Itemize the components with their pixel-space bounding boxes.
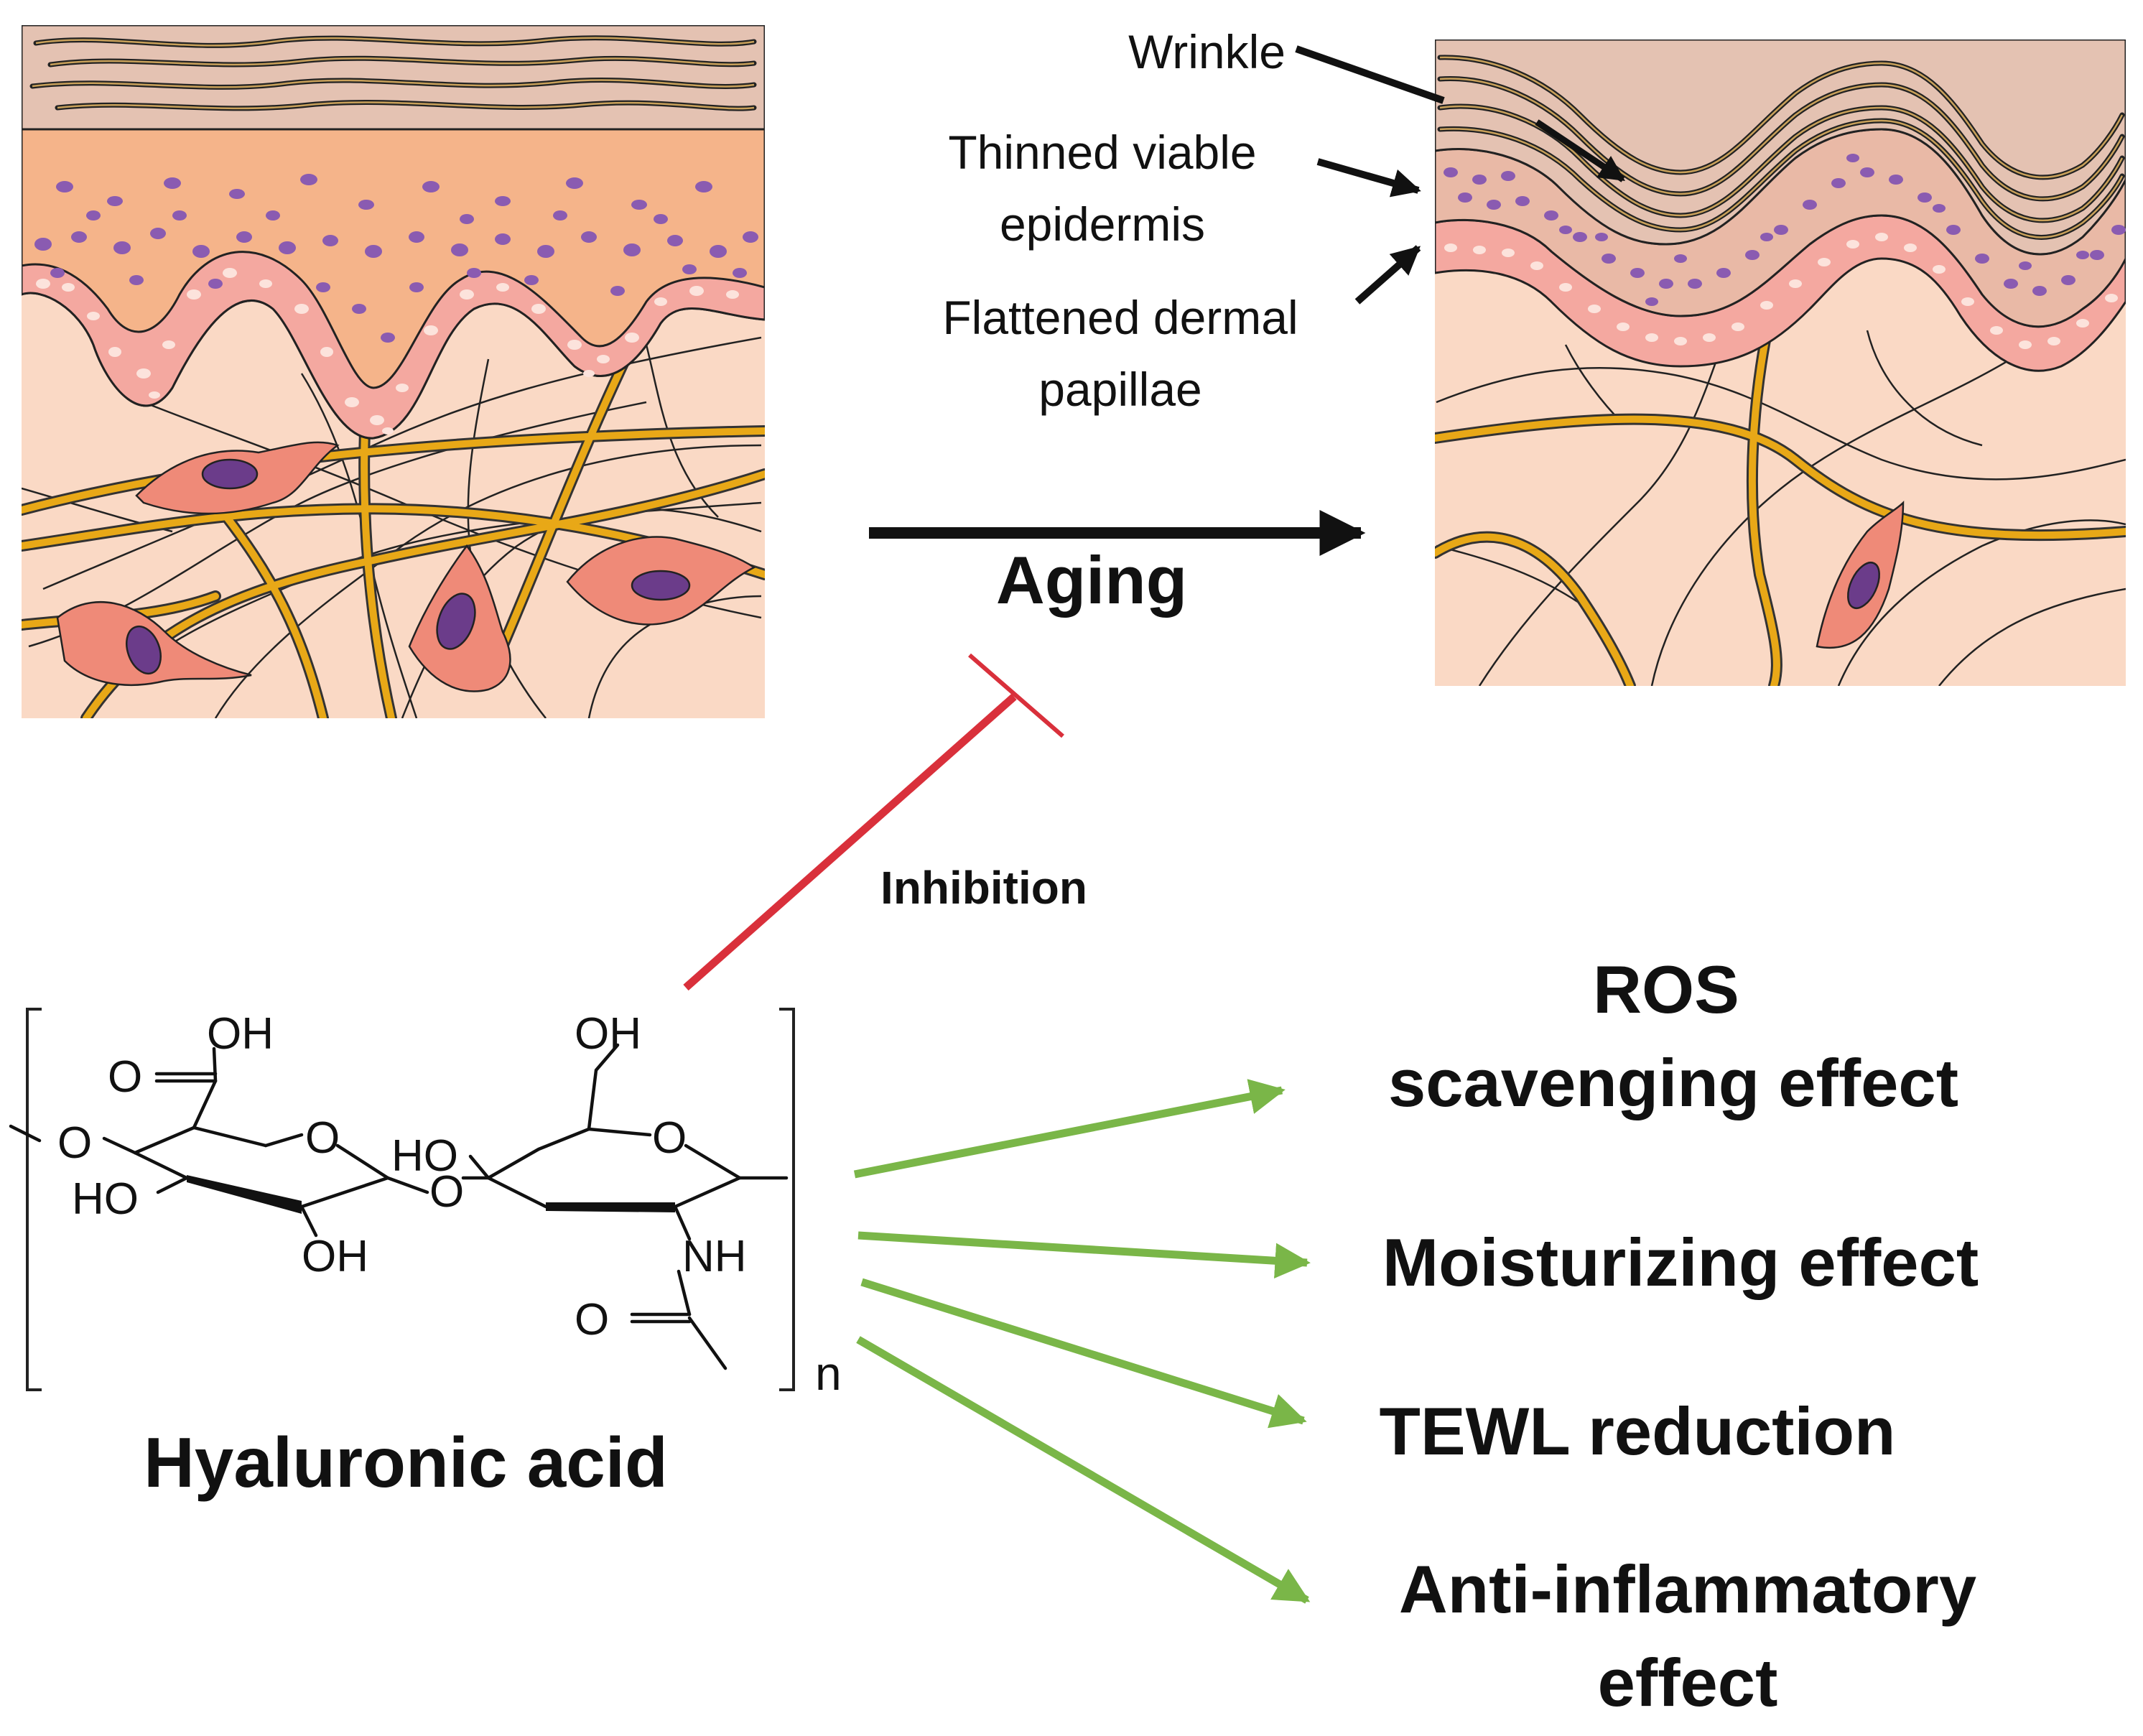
inhibition-line [683,693,1017,991]
molecule-atoms: OH O O O HO OH O HO OH O NH O [57,1009,747,1345]
fibroblast-cell [408,544,511,692]
aged-keratinocyte-nuclei [1444,154,2126,306]
wrinkle-pointer-arrow [1295,45,1445,104]
effect-anti-inflammatory-line2: effect [1598,1645,1778,1720]
aging-label: Aging [996,542,1187,618]
young-keratinocyte-nuclei [34,174,758,343]
effect-tewl-reduction: TEWL reduction [1380,1393,1896,1469]
atom-oh-top-right: OH [575,1009,641,1059]
atom-o-link-left: O [57,1118,92,1168]
fibroblast-cell [56,601,252,686]
aged-basal-cells [1444,233,2118,349]
effect-ros-line1: ROS [1593,952,1739,1027]
label-thinned-epidermis-line2: epidermis [1000,198,1205,251]
effect-anti-inflammatory-line1: Anti-inflammatory [1399,1551,1976,1627]
young-skin-panel [22,25,765,718]
inhibition-bar [968,653,1064,738]
atom-o-ring-right: O [652,1113,687,1163]
effect-moisturizing: Moisturizing effect [1382,1225,1979,1300]
young-basal-cells [36,268,739,435]
arrow-to-ros-effect [853,1079,1286,1179]
label-flattened-papillae-line1: Flattened dermal [942,291,1298,344]
arrow-to-anti-inflammatory-effect [856,1336,1311,1604]
hyaluronic-acid-structure: n [9,1008,842,1502]
molecule-name: Hyaluronic acid [144,1423,668,1502]
fibroblast-cell [566,536,756,626]
effect-ros-line2: scavenging effect [1388,1045,1958,1120]
arrow-to-tewl-reduction [860,1278,1307,1429]
effects-list: ROS scavenging effect Moisturizing effec… [1380,952,1979,1720]
wrinkle-indicator-arrow [1535,119,1625,182]
young-fibroblasts [56,441,756,692]
papillae-pointer-arrow [1354,245,1421,305]
aging-process: Aging [869,510,1366,618]
atom-ho-left: HO [72,1174,139,1224]
aged-fibroblast [1816,500,1905,649]
epidermis-pointer-arrow [1316,158,1421,198]
aged-elastic-fibers [1436,293,2126,686]
atom-o-ring-left: O [305,1113,340,1163]
atom-oh-top-left: OH [207,1009,274,1059]
atom-oh-bottom-left: OH [302,1232,368,1281]
aged-skin-annotations: Wrinkle Thinned viable epidermis Flatten… [942,25,1445,416]
label-thinned-epidermis-line1: Thinned viable [948,126,1256,179]
atom-o-glycosidic: O [429,1167,464,1217]
inhibition-label: Inhibition [880,862,1087,914]
label-flattened-papillae-line2: papillae [1038,363,1202,416]
inhibition-process: Inhibition [683,653,1087,991]
effect-arrows [853,1079,1311,1604]
wedge-bonds [187,1175,675,1214]
young-basal-layer [22,251,765,440]
atom-nh: NH [682,1232,747,1281]
repeat-subscript-n: n [815,1347,842,1400]
aged-collagen-fibers [1435,269,2126,686]
fibroblast-cell [135,441,340,515]
atom-o-carbonyl: O [108,1052,142,1102]
label-wrinkle: Wrinkle [1128,25,1286,78]
atom-o-amide: O [575,1295,609,1345]
repeat-brackets [26,1008,795,1391]
atom-ho-middle: HO [391,1131,458,1181]
aged-skin-panel [1435,40,2126,686]
arrow-to-moisturizing-effect [857,1231,1311,1279]
